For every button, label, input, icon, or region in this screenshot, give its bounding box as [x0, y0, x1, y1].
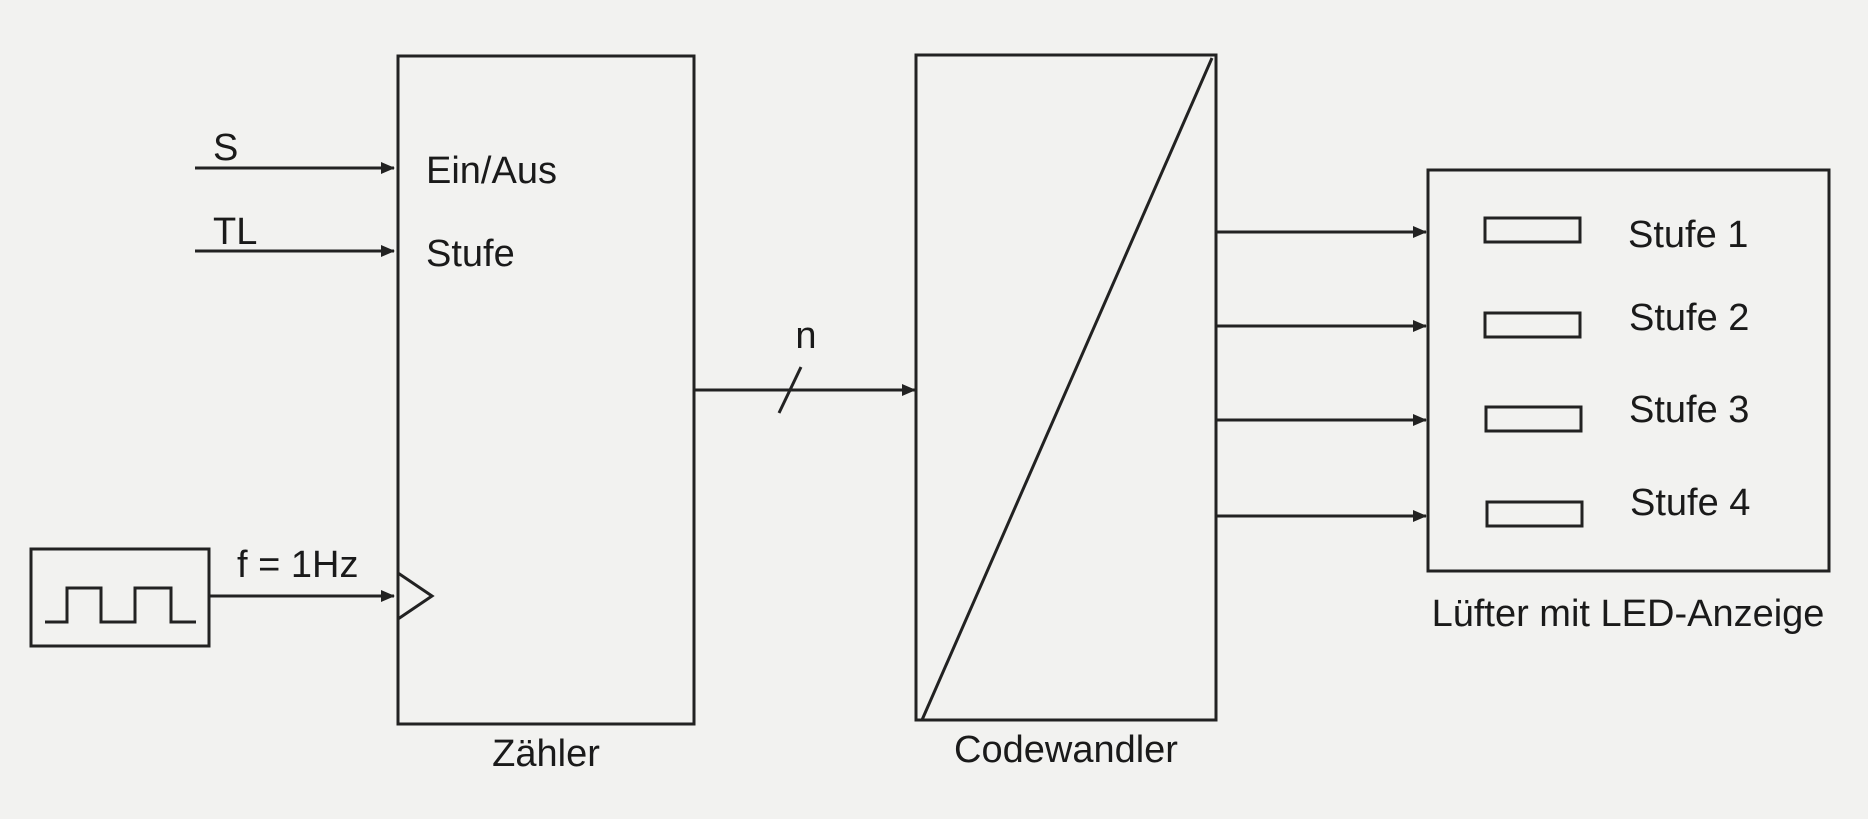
fan-title: Lüfter mit LED-Anzeige	[1432, 593, 1825, 635]
counter-block: Ein/Aus Stufe Zähler	[396, 54, 696, 775]
fan-level-4: Stufe 4	[1630, 482, 1750, 524]
input-s: S	[195, 127, 395, 174]
fan-block: Stufe 1 Stufe 2 Stufe 3 Stufe 4 Lüfter m…	[1426, 168, 1831, 635]
clock-triangle-icon	[397, 571, 435, 621]
clock-generator-box	[29, 547, 211, 648]
square-wave-icon	[45, 586, 196, 624]
fan-level-1: Stufe 1	[1628, 214, 1748, 256]
input-tl: TL	[195, 211, 395, 257]
led-icon	[1484, 405, 1583, 433]
led-icon	[1485, 500, 1584, 528]
counter-port-on-off: Ein/Aus	[426, 150, 557, 192]
converter-box	[914, 53, 1218, 722]
converter-title: Codewandler	[954, 729, 1178, 771]
fan-box	[1426, 168, 1831, 573]
clock-generator: f = 1Hz	[29, 544, 395, 648]
fan-level-3: Stufe 3	[1629, 389, 1749, 431]
fan-level-2: Stufe 2	[1629, 297, 1749, 339]
converter-outputs	[1216, 226, 1427, 522]
bus-width-label: n	[795, 315, 816, 357]
bus-n: n	[694, 315, 916, 414]
clock-frequency-label: f = 1Hz	[237, 544, 358, 586]
converter-diagonal	[920, 57, 1214, 721]
bus-slash	[777, 366, 803, 414]
counter-port-level: Stufe	[426, 233, 515, 275]
led-icon	[1483, 311, 1582, 339]
input-s-label: S	[213, 127, 238, 169]
converter-block: Codewandler	[914, 53, 1218, 771]
counter-title: Zähler	[492, 733, 600, 775]
led-icon	[1483, 216, 1582, 244]
input-tl-label: TL	[213, 211, 257, 253]
